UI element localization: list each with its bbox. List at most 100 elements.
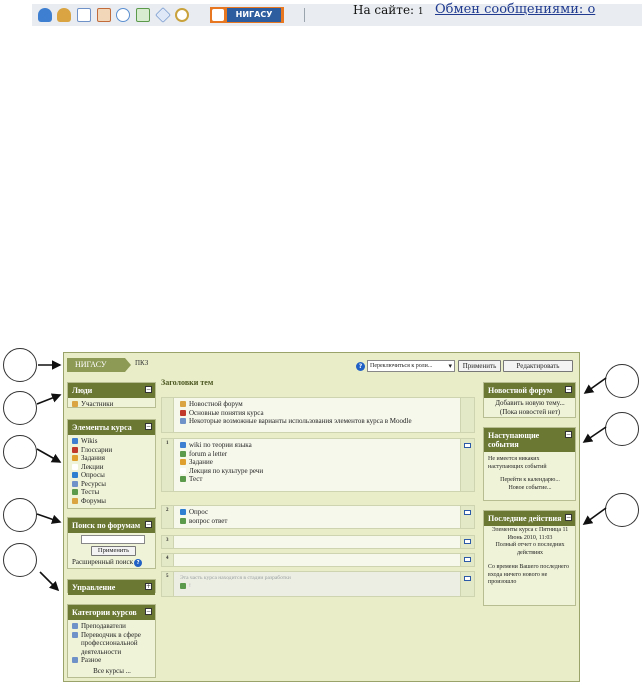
help-icon[interactable]: ? bbox=[134, 559, 143, 567]
course-content: Заголовки тем Новостной форум Основные п… bbox=[159, 377, 477, 677]
message-icon[interactable] bbox=[136, 8, 150, 22]
category-link-translator[interactable]: Переводчик в сфере профессиональной деят… bbox=[72, 631, 152, 657]
breadcrumb-arrow-icon bbox=[125, 358, 131, 372]
collapse-icon[interactable]: − bbox=[565, 386, 572, 393]
block-news-forum-title: Новостной форум− bbox=[484, 383, 575, 398]
add-topic-link[interactable]: Добавить новую тему... bbox=[495, 399, 565, 407]
block-categories-title-text: Категории курсов bbox=[72, 608, 137, 617]
section-left-margin bbox=[162, 506, 174, 528]
activity-question-answer[interactable]: вопрос ответ bbox=[180, 517, 458, 526]
all-courses-link[interactable]: Все курсы ... bbox=[93, 666, 131, 675]
section-left-margin bbox=[162, 398, 174, 432]
new-event-link[interactable]: Новое событие... bbox=[508, 485, 552, 491]
collapse-icon[interactable]: − bbox=[565, 431, 572, 438]
no-news-text: (Пока новостей нет) bbox=[499, 407, 561, 416]
site-logo[interactable]: НИГАСУ bbox=[210, 7, 284, 23]
element-link-resources[interactable]: Ресурсы bbox=[72, 480, 152, 489]
collapse-icon[interactable]: − bbox=[565, 514, 572, 521]
search-icon[interactable] bbox=[175, 8, 189, 22]
show-section-only-icon[interactable] bbox=[464, 443, 471, 448]
section-5-body: Эта часть курса находится в стадии разра… bbox=[180, 574, 458, 590]
go-to-calendar-link[interactable]: Перейти к календарю... bbox=[500, 477, 560, 483]
recent-since-text: Элементы курса с Пятница 11 Июнь 2010, 1… bbox=[491, 527, 569, 541]
logo-mark-icon bbox=[212, 9, 224, 21]
chat-icon[interactable] bbox=[116, 8, 130, 22]
callout-circle-nav bbox=[3, 348, 37, 382]
block-news-forum-body: Добавить новую тему... (Пока новостей не… bbox=[488, 399, 572, 416]
category-link-misc[interactable]: Разное bbox=[72, 656, 152, 665]
section-1: 1 wiki по теории языка forum a letter За… bbox=[161, 438, 475, 492]
block-people: Люди− Участники bbox=[67, 382, 156, 408]
online-label: На сайте: bbox=[353, 3, 418, 17]
activity-moodle-options[interactable]: Некоторые возможные варианты использован… bbox=[180, 417, 458, 426]
block-forum-search-title-text: Поиск по форумам bbox=[72, 521, 141, 530]
collapse-icon[interactable]: − bbox=[145, 608, 152, 615]
callout-circle-elements bbox=[3, 435, 37, 469]
advanced-search-text: Расширенный поиск bbox=[72, 558, 134, 566]
element-link-lectures[interactable]: Лекции bbox=[72, 463, 152, 472]
show-section-only-icon[interactable] bbox=[464, 557, 471, 562]
callout-circle-search bbox=[3, 498, 37, 532]
section-number: 2 bbox=[166, 508, 169, 513]
collapse-icon[interactable]: − bbox=[145, 386, 152, 393]
section-number: 5 bbox=[166, 574, 169, 579]
activity-forum-letter[interactable]: forum a letter bbox=[180, 450, 458, 459]
no-upcoming-events-text: Не имеется никаких наступающих событий bbox=[488, 456, 547, 470]
activity-poll[interactable]: Опрос bbox=[180, 508, 458, 517]
block-admin-title-text: Управление bbox=[72, 583, 116, 592]
mail-icon[interactable] bbox=[77, 8, 91, 22]
block-upcoming-title-text: Наступающие события bbox=[488, 431, 540, 449]
element-link-assignments[interactable]: Задания bbox=[72, 454, 152, 463]
collapse-icon[interactable]: − bbox=[145, 423, 152, 430]
category-link-teachers[interactable]: Преподаватели bbox=[72, 622, 152, 631]
help-icon[interactable]: ? bbox=[356, 362, 365, 371]
breadcrumb-home[interactable]: НИГАСУ bbox=[67, 358, 125, 372]
role-switch-select[interactable]: Переключиться к роли... bbox=[367, 360, 455, 372]
element-link-tests[interactable]: Тесты bbox=[72, 488, 152, 497]
people-participants-link[interactable]: Участники bbox=[72, 400, 152, 409]
expand-icon[interactable]: + bbox=[145, 583, 152, 590]
forum-search-apply-button[interactable]: Применить bbox=[91, 546, 136, 556]
element-link-wikis[interactable]: Wikis bbox=[72, 437, 152, 446]
forum-search-input[interactable] bbox=[81, 535, 145, 544]
block-people-body: Участники bbox=[72, 400, 152, 409]
activity-test[interactable]: Тест bbox=[180, 475, 458, 484]
section-right-margin bbox=[460, 439, 474, 491]
activity-news-forum[interactable]: Новостной форум bbox=[180, 400, 458, 409]
element-link-polls[interactable]: Опросы bbox=[72, 471, 152, 480]
activity-lecture[interactable]: Лекция по культуре речи bbox=[180, 467, 458, 476]
section-2-body: Опрос вопрос ответ bbox=[180, 508, 458, 525]
collapse-icon[interactable]: − bbox=[145, 521, 152, 528]
block-forum-search: Поиск по форумам− Применить Расширенный … bbox=[67, 517, 156, 569]
show-section-only-icon[interactable] bbox=[464, 539, 471, 544]
full-report-link[interactable]: Полный отчет о последних действиях bbox=[495, 542, 565, 556]
element-link-glossaries[interactable]: Глоссарии bbox=[72, 446, 152, 455]
block-news-forum: Новостной форум− Добавить новую тему... … bbox=[483, 382, 576, 418]
messages-link[interactable]: Обмен сообщениями: о bbox=[435, 2, 596, 17]
section-number: 4 bbox=[166, 556, 169, 561]
callout-circle-people bbox=[3, 391, 37, 425]
activity-assignment[interactable]: Задание bbox=[180, 458, 458, 467]
callout-circle-admin bbox=[3, 543, 37, 577]
edit-button[interactable]: Редактировать bbox=[503, 360, 573, 372]
show-section-only-icon[interactable] bbox=[464, 510, 471, 515]
show-section-only-icon[interactable] bbox=[464, 576, 471, 581]
moodle-screenshot: НИГАСУ ПКЗ ? Переключиться к роли... При… bbox=[63, 352, 580, 682]
element-link-forums[interactable]: Форумы bbox=[72, 497, 152, 506]
users-icon[interactable] bbox=[57, 8, 71, 22]
block-recent-activity-title: Последние действия− bbox=[484, 511, 575, 526]
section-0: Новостной форум Основные понятия курса Н… bbox=[161, 397, 475, 433]
block-categories-title: Категории курсов − bbox=[68, 605, 155, 620]
block-course-elements-title-text: Элементы курса bbox=[72, 423, 132, 432]
activity-wiki[interactable]: wiki по теории языка bbox=[180, 441, 458, 450]
activity-basic-concepts[interactable]: Основные понятия курса bbox=[180, 409, 458, 418]
calendar-icon[interactable] bbox=[97, 8, 111, 22]
apply-button[interactable]: Применить bbox=[458, 360, 501, 372]
activity-hidden[interactable]: ! bbox=[180, 582, 458, 590]
section-3: 3 bbox=[161, 535, 475, 549]
block-categories-body: Преподаватели Переводчик в сфере професс… bbox=[72, 622, 152, 675]
forum-advanced-search-link[interactable]: Расширенный поиск? bbox=[72, 558, 143, 567]
content-title: Заголовки тем bbox=[161, 378, 214, 387]
section-left-margin bbox=[162, 554, 174, 566]
user-icon[interactable] bbox=[38, 8, 52, 22]
